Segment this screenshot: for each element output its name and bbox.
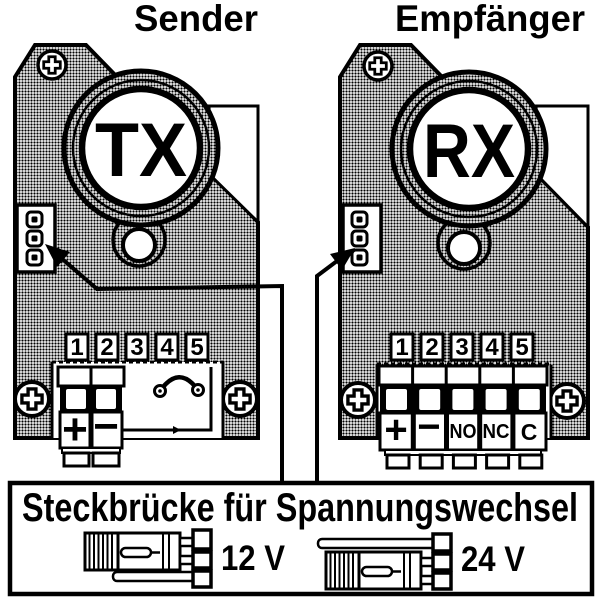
pin-number-box (389, 332, 415, 362)
jumper-24v-graphic (316, 532, 453, 591)
pin-number-box (479, 332, 505, 362)
pin-number-box (124, 332, 150, 362)
empfaenger-title: Empfänger (395, 0, 585, 39)
terminal-label-minus: − (417, 405, 440, 449)
sender-lens-hole (121, 227, 157, 263)
empfaenger-lens-hole (446, 230, 482, 266)
pin-number: 4 (160, 334, 174, 361)
rx-lens: RX (389, 69, 549, 229)
pin-number: 4 (485, 334, 499, 361)
terminal-label-plus: + (62, 405, 88, 454)
pin-number-box (509, 332, 535, 362)
callout-arrow-right (315, 248, 355, 483)
callout-arrow-left (45, 244, 284, 483)
legend-title: Steckbrücke für Spannungswechsel (22, 486, 578, 530)
pin-number-box (64, 332, 90, 362)
tx-label: TX (95, 108, 187, 193)
pin-number: 2 (425, 334, 438, 361)
wire-direction-tick (173, 426, 181, 434)
screw-icon (548, 382, 586, 420)
terminal-label-nc: NC (483, 421, 510, 443)
screw-icon (221, 380, 259, 418)
empfaenger-board: RX 1 (338, 43, 590, 470)
screw-icon (36, 49, 68, 81)
pin-number: 1 (70, 334, 83, 361)
screw-icon (362, 50, 394, 82)
terminal-label-no: NO (450, 421, 477, 443)
sender-pin-numbers: 1 2 3 4 5 (64, 332, 210, 362)
voltage-label-24v: 24 V (461, 540, 526, 579)
pin-number-box (449, 332, 475, 362)
pin-number: 2 (100, 334, 113, 361)
pin-number: 5 (515, 334, 528, 361)
terminal-label-minus: − (93, 402, 119, 451)
pin-number-box (154, 332, 180, 362)
legend-box: Steckbrücke für Spannungswechsel 12 V (7, 480, 595, 597)
pin-number: 5 (190, 334, 203, 361)
pin-number-box (419, 332, 445, 362)
pin-number-box (94, 332, 120, 362)
arrowhead-icon (45, 244, 70, 267)
jumper-12v-graphic (83, 528, 213, 589)
empfaenger-terminal-block: + − NO NC C (377, 364, 549, 470)
wire-bridge (153, 375, 205, 398)
pin-number: 3 (130, 334, 143, 361)
sender-title: Sender (134, 0, 258, 39)
empfaenger-pin-numbers: 1 2 3 4 5 (389, 332, 535, 362)
pin-number-box (184, 332, 210, 362)
sender-terminal-block: + − (56, 365, 126, 468)
sender-board: TX (13, 43, 260, 468)
rx-label: RX (423, 109, 515, 194)
terminal-label-c: C (521, 419, 538, 445)
pin-number: 3 (455, 334, 468, 361)
arrowhead-icon (330, 248, 355, 270)
voltage-label-12v: 12 V (221, 539, 286, 578)
sender-jumper-header (15, 203, 57, 274)
screw-icon (13, 380, 51, 418)
terminal-label-plus: + (384, 408, 407, 452)
screw-icon (339, 381, 377, 419)
empfaenger-jumper-header (341, 203, 383, 274)
pin-number: 1 (395, 334, 408, 361)
tx-lens: TX (61, 68, 221, 228)
bay-inner-wall (122, 367, 213, 432)
